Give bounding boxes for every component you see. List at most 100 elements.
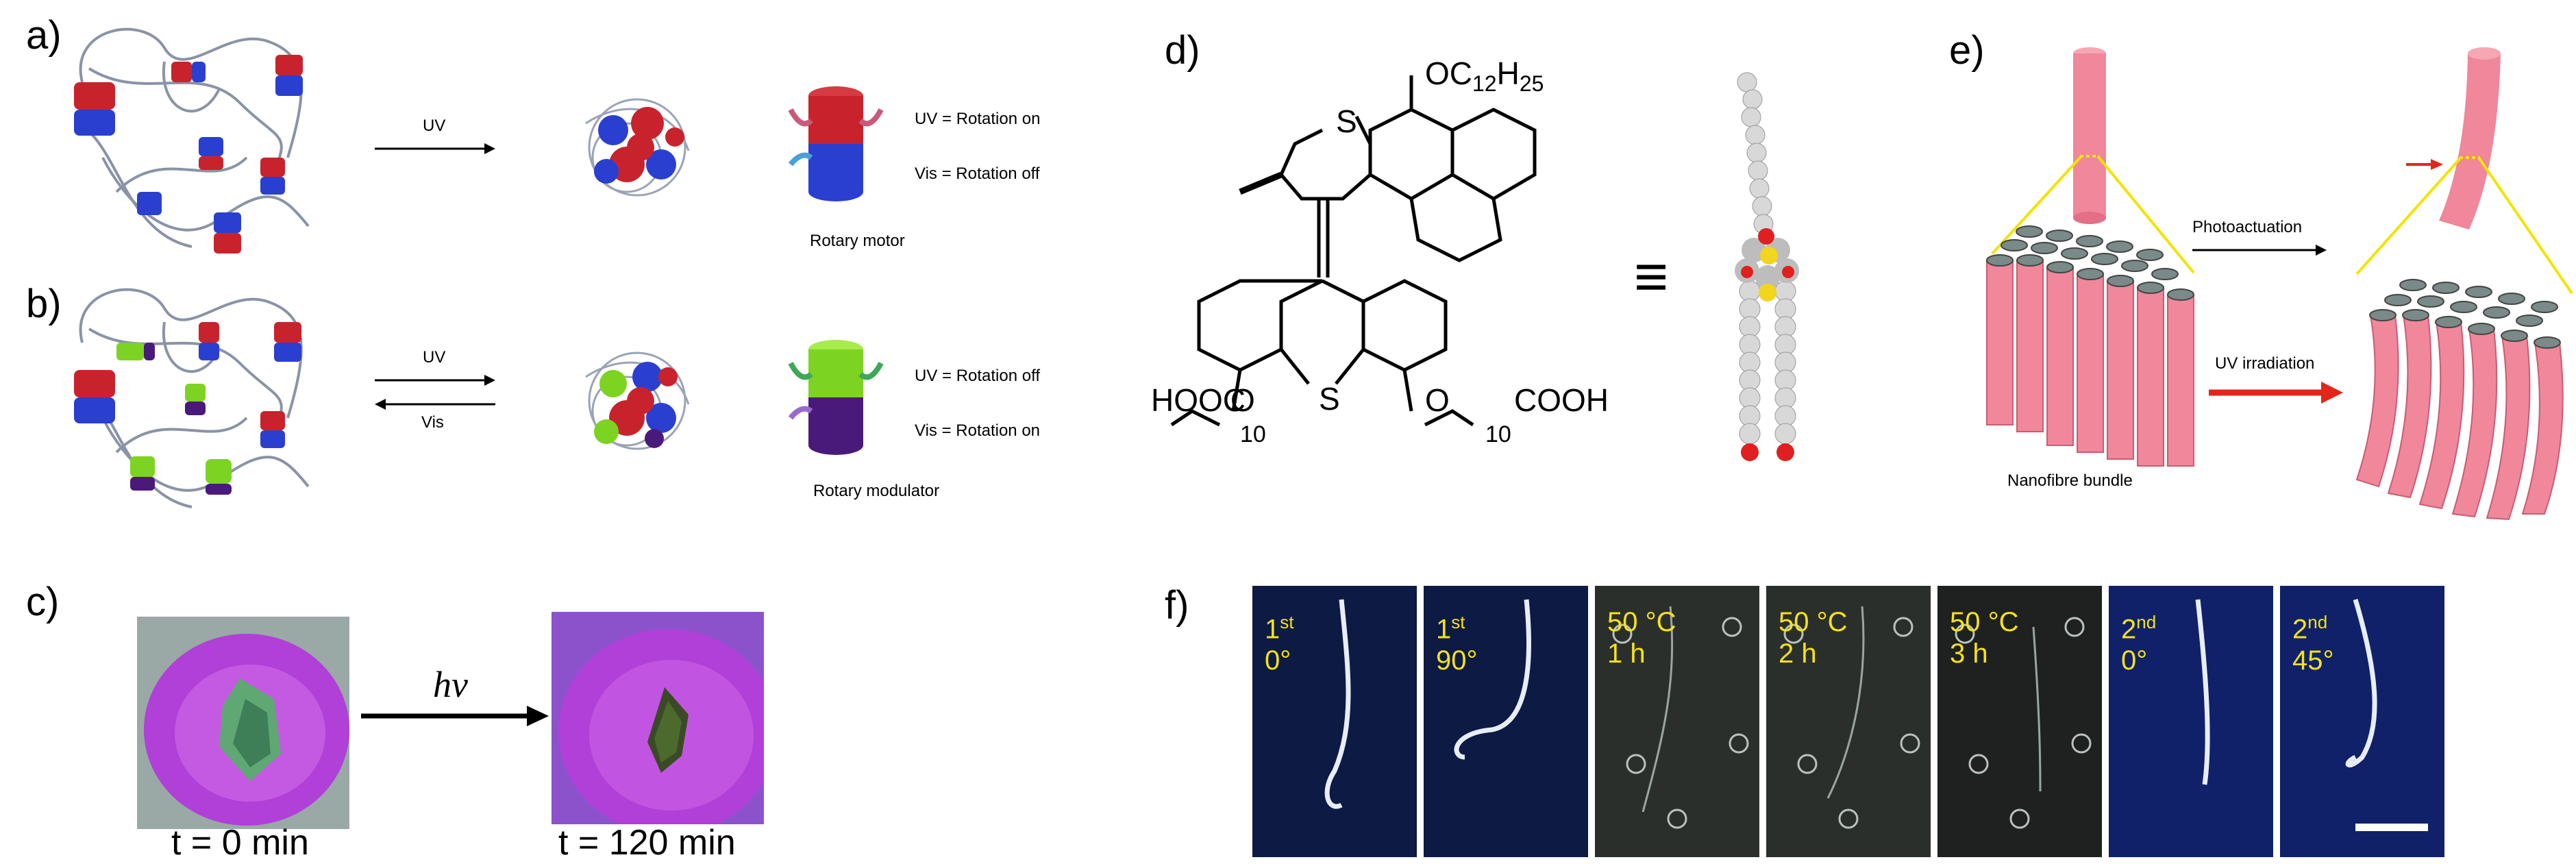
frame-label-line2: 2 h <box>1779 639 1817 669</box>
bubble <box>1893 617 1914 637</box>
panel-a-network <box>74 27 310 254</box>
bubble <box>1612 624 1633 644</box>
bubble <box>1955 624 1975 644</box>
frame-label: 2nd 0° <box>2121 606 2156 676</box>
panel-b-label: b) <box>26 282 62 326</box>
fibre-path <box>1454 599 1531 760</box>
photoactuation-label: Photoactuation <box>2192 218 2303 236</box>
oxygen-right: O <box>1425 382 1450 418</box>
panel-d-label: d) <box>1165 28 1200 73</box>
panel-b-compact-network <box>585 351 690 450</box>
sulfur-top: S <box>1336 103 1357 139</box>
fibre-image <box>1955 617 2092 829</box>
bubble <box>1900 733 1920 754</box>
frame-label-line1: 2 <box>2121 614 2137 645</box>
equivalence-symbol: ≡ <box>1634 244 1669 310</box>
fibre-image <box>1454 599 1531 760</box>
panel-a-uv-label: UV <box>423 116 446 135</box>
time-before-label: t = 0 min <box>171 823 309 863</box>
fibre-path <box>1642 606 1674 813</box>
frame-label-sup: nd <box>2307 612 2328 632</box>
panel-f-label: f) <box>1165 583 1189 628</box>
acid-right: COOH <box>1514 382 1609 418</box>
hv-label: hν <box>433 664 468 705</box>
modulator-caption: Rotary modulator <box>813 482 940 500</box>
acid-left: HOOC <box>1151 382 1246 418</box>
space-filling-model <box>1735 72 1799 461</box>
scale-bar <box>2355 824 2428 831</box>
rotary-modulator-icon <box>788 340 884 455</box>
frame-label-line2: 3 h <box>1950 639 1988 669</box>
bubble <box>1797 754 1818 774</box>
modulator-line-vis: Vis = Rotation on <box>915 421 1041 440</box>
rotary-motor-icon <box>788 86 884 201</box>
fibre-image <box>1783 606 1920 829</box>
frame-label-sup: nd <box>2136 612 2157 632</box>
oc-text: OC <box>1425 55 1472 91</box>
frame-label-line2: 45° <box>2292 645 2334 676</box>
frame-label-line2: 0° <box>1265 645 1291 676</box>
motor-caption: Rotary motor <box>810 232 905 250</box>
panel-b-vis-label: Vis <box>421 413 444 432</box>
oxygen-left: O <box>1230 382 1255 418</box>
frame-label-line2: 0° <box>2121 645 2148 676</box>
film-photo-after <box>552 612 764 824</box>
frame-label-line1: 1 <box>1265 614 1280 645</box>
panel-c-label: c) <box>26 580 60 624</box>
modulator-cylinders <box>74 322 301 495</box>
uv-irradiation-arrow <box>2209 382 2343 404</box>
fibre-path <box>1324 599 1351 809</box>
panel-a-uv-arrow <box>375 143 495 154</box>
film-photo-before <box>137 617 349 829</box>
fibre-path <box>2345 598 2377 767</box>
frame-label: 1st 0° <box>1265 606 1293 676</box>
frame-label: 1st 90° <box>1436 606 1478 676</box>
frame-label-sup: st <box>1280 612 1294 632</box>
panel-e-label: e) <box>1949 28 1985 73</box>
hv-arrow <box>361 706 549 726</box>
photo-frame: 2nd 0° <box>2109 586 2273 857</box>
photo-frame: 2nd 45° <box>2280 586 2444 857</box>
oc-h: H <box>1496 55 1520 91</box>
chain-n-left: 10 <box>1240 421 1266 447</box>
fibre-path <box>2032 626 2042 792</box>
frame-label-line1: 50 °C <box>1607 607 1676 637</box>
bubble <box>1667 809 1687 829</box>
bubble <box>1729 733 1749 754</box>
panel-b-uv-arrow <box>375 375 495 386</box>
fibre-image <box>2195 599 2210 785</box>
bubble <box>2064 617 2085 637</box>
panel-b-vis-arrow <box>375 399 495 410</box>
bubble <box>1968 754 1989 774</box>
panel-b-uv-label: UV <box>423 348 446 367</box>
bubble <box>2071 733 2092 754</box>
fibre-path <box>2195 599 2210 785</box>
oc-sub-12: 12 <box>1472 71 1497 97</box>
oc-group: OC12H25 <box>1425 55 1544 97</box>
bubble <box>1783 624 1804 644</box>
panel-a-label: a) <box>26 13 62 58</box>
photo-frame: 1st 90° <box>1424 586 1588 857</box>
frame-label-line1: 50 °C <box>1950 607 2019 637</box>
photo-frame: 1st 0° <box>1252 586 1417 857</box>
photoactuation-arrow <box>2192 245 2327 256</box>
motor-line-uv: UV = Rotation on <box>915 110 1041 128</box>
bubble <box>1838 809 1859 829</box>
bundle-caption: Nanofibre bundle <box>2007 471 2133 490</box>
frame-label-line1: 1 <box>1436 614 1452 645</box>
frame-label-line1: 2 <box>2292 614 2308 645</box>
sulfur-bottom: S <box>1319 381 1340 417</box>
frame-label: 2nd 45° <box>2292 606 2334 676</box>
fibre-path <box>1826 606 1865 799</box>
panel-b-network <box>74 288 310 508</box>
bubble <box>1626 754 1646 774</box>
fibre-image <box>1612 606 1749 829</box>
bubble <box>1722 617 1742 637</box>
time-after-label: t = 120 min <box>558 823 736 863</box>
frame-label-line2: 90° <box>1436 645 1478 676</box>
frame-label-sup: st <box>1451 612 1465 632</box>
